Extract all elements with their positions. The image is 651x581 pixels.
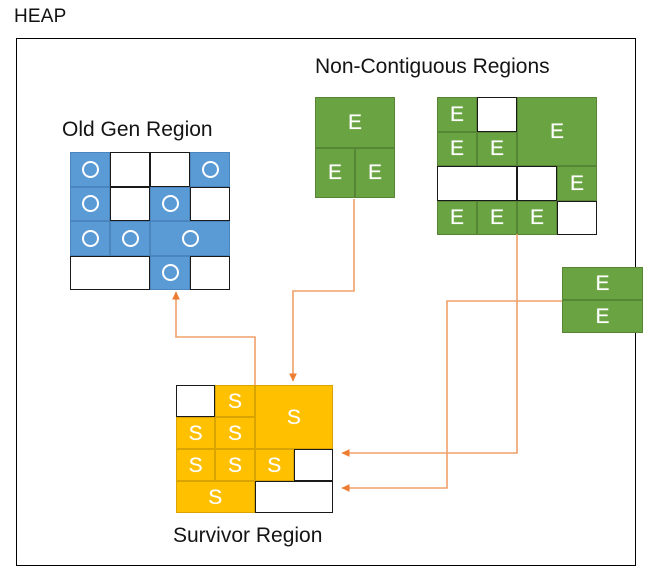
eden-right-cell-glyph: E [569, 171, 584, 195]
old-gen-cell[interactable] [150, 255, 190, 290]
survivor-cell[interactable] [176, 385, 216, 417]
old-gen-cell[interactable] [70, 186, 110, 221]
eden-right-cell-glyph: E [549, 120, 564, 143]
old-gen-region-grid[interactable] [70, 152, 230, 290]
eden-left-cell-glyph: E [327, 161, 342, 185]
old-gen-cell[interactable] [150, 152, 190, 187]
eden-right-cell[interactable] [517, 166, 557, 201]
eden-right-cell[interactable]: E [437, 200, 477, 235]
old-gen-cell[interactable] [150, 186, 190, 221]
eden-right-cell-glyph: E [449, 137, 464, 161]
eden-right-cell[interactable] [557, 200, 597, 235]
survivor-cell-glyph: S [227, 389, 242, 413]
eden-right-cell[interactable]: E [517, 97, 597, 166]
old-gen-object-icon [161, 264, 179, 282]
eden-left-cell[interactable]: E [355, 147, 395, 198]
old-gen-object-icon [81, 229, 99, 247]
old-gen-object-icon [201, 160, 219, 178]
eden-left-cell-glyph: E [347, 110, 362, 134]
eden-right-cell-glyph: E [489, 206, 504, 230]
survivor-cell[interactable] [254, 481, 334, 513]
old-gen-cell[interactable] [150, 221, 230, 256]
old-gen-cell[interactable] [110, 186, 150, 221]
eden-right-cell[interactable]: E [437, 97, 477, 132]
eden-far-right-cell-glyph: E [595, 272, 610, 295]
heap-title: HEAP [14, 6, 67, 27]
eden-far-right-cell[interactable]: E [562, 267, 643, 300]
eden-far-right-cell[interactable]: E [562, 300, 643, 333]
survivor-cell-glyph: S [286, 405, 301, 429]
eden-left-cell-glyph: E [367, 161, 382, 185]
old-gen-object-icon [81, 195, 99, 213]
survivor-cell[interactable]: S [176, 449, 216, 481]
eden-right-cell[interactable] [437, 166, 517, 201]
eden-right-cell-glyph: E [449, 206, 464, 230]
survivor-cell-glyph: S [227, 453, 242, 477]
survivor-cell-glyph: S [227, 421, 242, 445]
eden-far-right-cell-glyph: E [595, 305, 610, 328]
survivor-cell[interactable]: S [215, 385, 255, 417]
old-gen-cell[interactable] [190, 186, 230, 221]
survivor-cell-glyph: S [188, 453, 203, 477]
non-contiguous-block-left-grid[interactable]: E E E [315, 97, 395, 198]
eden-left-cell[interactable]: E [315, 147, 355, 198]
old-gen-cell[interactable] [110, 221, 150, 256]
old-gen-cell[interactable] [190, 255, 230, 290]
old-gen-cell[interactable] [110, 152, 150, 187]
survivor-cell[interactable]: S [176, 481, 255, 513]
old-gen-cell[interactable] [70, 255, 150, 290]
old-gen-object-icon [181, 229, 199, 247]
old-gen-cell[interactable] [190, 152, 230, 187]
eden-right-cell[interactable]: E [477, 131, 517, 166]
old-gen-object-icon [81, 160, 99, 178]
survivor-cell[interactable]: S [215, 417, 255, 449]
survivor-cell[interactable]: S [215, 449, 255, 481]
eden-right-cell[interactable] [477, 97, 517, 132]
non-contiguous-regions-label: Non-Contiguous Regions [315, 55, 550, 78]
survivor-cell-glyph: S [188, 421, 203, 445]
eden-right-cell-glyph: E [489, 137, 504, 161]
eden-right-cell-glyph: E [529, 206, 544, 230]
old-gen-object-icon [161, 195, 179, 213]
eden-right-cell[interactable]: E [437, 131, 477, 166]
survivor-cell[interactable]: S [254, 385, 334, 449]
old-gen-cell[interactable] [70, 152, 110, 187]
eden-right-cell[interactable]: E [477, 200, 517, 235]
old-gen-region-label: Old Gen Region [62, 118, 213, 141]
survivor-cell[interactable]: S [254, 449, 294, 481]
survivor-region-label: Survivor Region [173, 524, 323, 547]
survivor-cell-glyph: S [267, 453, 282, 477]
old-gen-object-icon [121, 229, 139, 247]
old-gen-cell[interactable] [70, 221, 110, 256]
survivor-cell[interactable]: S [176, 417, 216, 449]
eden-right-cell[interactable]: E [557, 166, 597, 201]
survivor-cell-glyph: S [208, 485, 223, 509]
eden-right-cell[interactable]: E [517, 200, 557, 235]
eden-right-cell-glyph: E [449, 102, 464, 126]
survivor-cell[interactable] [293, 449, 334, 481]
eden-left-cell[interactable]: E [315, 97, 395, 148]
